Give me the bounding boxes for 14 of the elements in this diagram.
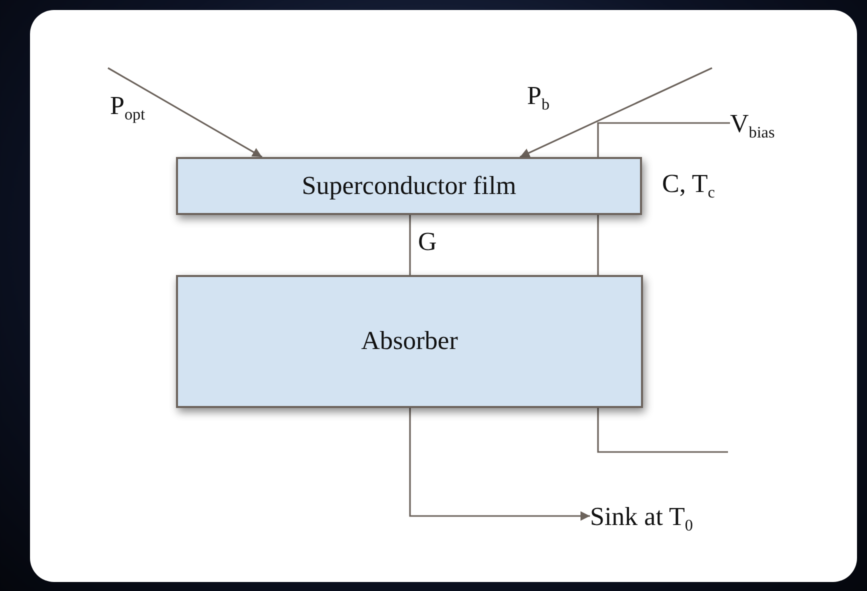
process-box (176, 275, 643, 408)
edge-label: G (418, 228, 437, 257)
node-label: Superconductor film (302, 172, 516, 200)
connector-line (409, 215, 411, 275)
arrow (520, 67, 712, 158)
edge-label: P$_{b}$ (527, 82, 550, 111)
node-label: V$_{bias}$ (730, 110, 775, 138)
node-annotation: C, T$_{c}$ (662, 170, 715, 199)
process-box (176, 157, 642, 215)
arrow (409, 408, 590, 521)
arrow (108, 67, 262, 158)
edge-label: P$_{opt}$ (110, 92, 146, 121)
node-label: Sink at T$_{0}$ (590, 502, 693, 532)
node-label: Absorber (361, 327, 458, 356)
